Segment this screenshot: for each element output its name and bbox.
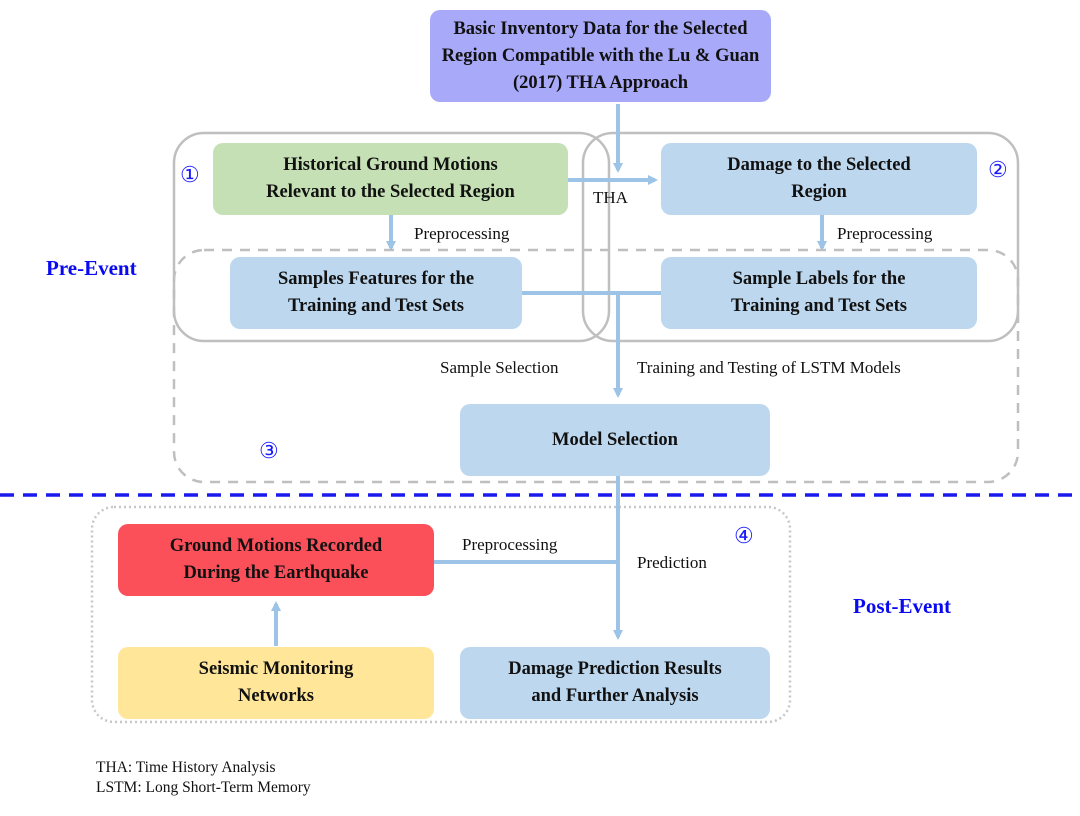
recorded-box: Ground Motions Recorded During the Earth… <box>118 524 434 596</box>
marker-1: ① <box>180 162 200 187</box>
historical-box: Historical Ground Motions Relevant to th… <box>213 143 568 215</box>
marker-3: ③ <box>259 438 279 463</box>
edge-label-preprocessing-2: Preprocessing <box>837 224 933 243</box>
damage-box-text: Damage to the Selected Region <box>727 155 911 202</box>
group-1-outline <box>172 131 611 343</box>
post-event-label: Post-Event <box>853 594 951 618</box>
edge-label-preprocessing-3: Preprocessing <box>462 535 558 554</box>
recorded-box-text: Ground Motions Recorded During the Earth… <box>169 536 383 583</box>
historical-box-text: Historical Ground Motions Relevant to th… <box>266 155 515 202</box>
edge-label-training: Training and Testing of LSTM Models <box>637 358 901 377</box>
labels-box: Sample Labels for the Training and Test … <box>661 257 977 329</box>
legend-lstm: LSTM: Long Short-Term Memory <box>96 779 311 796</box>
damage-box: Damage to the Selected Region <box>661 143 977 215</box>
prediction-box: Damage Prediction Results and Further An… <box>460 647 770 719</box>
group-2-outline <box>581 131 1020 343</box>
inventory-box-text: Basic Inventory Data for the Selected Re… <box>441 18 760 93</box>
features-box-text: Samples Features for the Training and Te… <box>277 269 475 316</box>
seismic-box-text: Seismic Monitoring Networks <box>198 659 354 706</box>
edge-label-tha: THA <box>593 188 628 207</box>
inventory-box: Basic Inventory Data for the Selected Re… <box>430 10 771 102</box>
group-4-outline <box>90 505 792 724</box>
edge-label-preprocessing-1: Preprocessing <box>414 224 510 243</box>
features-box: Samples Features for the Training and Te… <box>230 257 522 329</box>
prediction-box-text: Damage Prediction Results and Further An… <box>508 659 722 706</box>
labels-box-text: Sample Labels for the Training and Test … <box>731 269 907 316</box>
group-3-outline <box>172 248 1020 484</box>
marker-2: ② <box>988 157 1008 182</box>
edge-label-sample-selection: Sample Selection <box>440 358 559 377</box>
marker-4: ④ <box>734 523 754 548</box>
pre-event-label: Pre-Event <box>46 256 137 280</box>
seismic-box: Seismic Monitoring Networks <box>118 647 434 719</box>
model-box: Model Selection <box>460 404 770 476</box>
edge-label-prediction: Prediction <box>637 553 707 572</box>
legend: THA: Time History Analysis LSTM: Long Sh… <box>96 758 311 798</box>
model-box-text: Model Selection <box>552 429 678 450</box>
legend-tha: THA: Time History Analysis <box>96 759 276 776</box>
